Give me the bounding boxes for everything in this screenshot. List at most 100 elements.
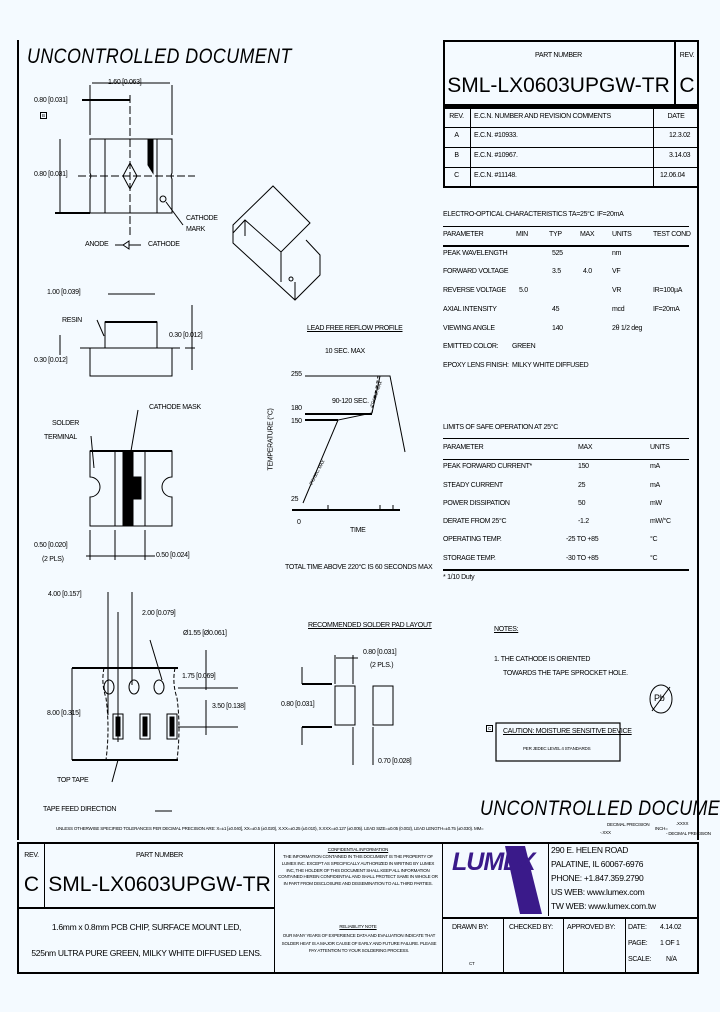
- safe-cell: 150: [578, 463, 589, 470]
- safe-footnote: * 1/10 Duty: [443, 574, 475, 581]
- eo-cell: 2θ 1/2 deg: [612, 325, 643, 332]
- note-line: 1. THE CATHODE IS ORIENTED: [494, 656, 591, 663]
- reflow-ytick: 150: [291, 418, 302, 425]
- divider: [443, 226, 689, 227]
- safe-cell: STEADY CURRENT: [443, 482, 503, 489]
- divider: [443, 569, 689, 571]
- scale-value: N/A: [666, 956, 677, 963]
- safe-cell: -1.2: [578, 518, 589, 525]
- divider: [653, 108, 654, 188]
- eo-cell: FORWARD VOLTAGE: [443, 268, 509, 275]
- page-value: 1 OF 1: [660, 940, 680, 947]
- part-number-box: [443, 40, 699, 106]
- safe-cell: POWER DISSIPATION: [443, 500, 510, 507]
- reliability-title: RELIABILITY NOTE: [339, 924, 377, 929]
- notes-title: NOTES:: [494, 626, 519, 633]
- pad-gap: 0.70 [0.028]: [378, 758, 412, 765]
- eo-cell: IR=100µA: [653, 287, 683, 294]
- reflow-peak-note: 10 SEC. MAX: [325, 348, 365, 355]
- date-value: 4.14.02: [660, 924, 682, 931]
- dim-resin-h: 0.30 [0.012]: [169, 332, 203, 339]
- eo-col-header: TYP: [549, 231, 562, 238]
- date-cell: 12.3.02: [669, 132, 691, 139]
- reflow-title: LEAD FREE REFLOW PROFILE: [307, 325, 403, 332]
- tolerance-unit: -.XXX: [600, 830, 611, 835]
- safe-cell: mW/°C: [650, 518, 671, 525]
- ecn-cell: E.C.N. #10933.: [474, 132, 518, 139]
- safe-cell: DERATE FROM 25°C: [443, 518, 507, 525]
- address-line: PALATINE, IL 60067-6976: [551, 859, 644, 869]
- cathode-mark-label-1: CATHODE: [186, 215, 218, 222]
- carrier-tape: [71, 592, 238, 812]
- pb-free-icon: [649, 684, 673, 714]
- reflow-xtick: 0: [297, 519, 301, 526]
- reflow-soak: 90-120 SEC.: [332, 398, 369, 405]
- safe-cell: -30 TO +85: [566, 555, 599, 562]
- reflow-ylabel: TEMPERATURE (°C): [267, 408, 275, 471]
- safe-col-header: UNITS: [650, 444, 670, 451]
- dim-height: 0.80 [0.031]: [34, 171, 68, 178]
- dim-half: 0.80 [0.031]: [34, 97, 68, 104]
- caution-sub: PER JEDEC LEVEL 4 STANDARDS: [523, 746, 591, 751]
- pad-layout: [301, 655, 394, 765]
- safe-cell: PEAK FORWARD CURRENT*: [443, 463, 532, 470]
- frame-top: [17, 40, 19, 42]
- reflow-ytick: 25: [291, 496, 299, 503]
- tolerance-unit: - DECIMAL PRECISION: [666, 831, 711, 836]
- tape-half-pitch: 2.00 [0.079]: [142, 610, 176, 617]
- divider: [674, 40, 676, 106]
- tolerance-unit: DECIMAL PRECISION: [607, 822, 650, 827]
- date-cell: 3.14.03: [669, 152, 691, 159]
- safe-cell: OPERATING TEMP.: [443, 536, 502, 543]
- caution-text: CAUTION: MOISTURE SENSITIVE DEVICE: [503, 728, 632, 735]
- led-iso-view: [232, 185, 321, 301]
- safe-col-header: PARAMETER: [443, 444, 484, 451]
- caution-box: [495, 722, 621, 762]
- led-side-view: [59, 293, 195, 377]
- eo-cell: VR: [612, 287, 622, 294]
- logo-text: LUMEX: [452, 848, 535, 876]
- divider: [44, 842, 45, 908]
- part-number-label: PART NUMBER: [535, 52, 582, 59]
- eo-cell: REVERSE VOLTAGE: [443, 287, 506, 294]
- address-line: PHONE: +1.847.359.2790: [551, 873, 644, 883]
- safe-cell: 25: [578, 482, 586, 489]
- rev-cell: C: [454, 172, 459, 179]
- note-mark-c: C: [486, 725, 494, 732]
- eo-cell: PEAK WAVELENGTH: [443, 250, 508, 257]
- tb-part-number: SML-LX0603UPGW-TR: [48, 873, 271, 896]
- eo-cell: mcd: [612, 306, 625, 313]
- pad-w: 0.80 [0.031]: [363, 649, 397, 656]
- divider: [17, 907, 274, 909]
- reflow-chart: [292, 375, 406, 511]
- solder-terminal-2: TERMINAL: [44, 434, 77, 441]
- drawn-by: CT: [469, 961, 475, 966]
- pad-h: 0.80 [0.031]: [281, 701, 315, 708]
- tb-description-1: 1.6mm x 0.8mm PCB CHIP, SURFACE MOUNT LE…: [51, 922, 242, 932]
- divider: [625, 917, 626, 974]
- note-line: TOWARDS THE TAPE SPROCKET HOLE.: [503, 670, 628, 677]
- safe-title: LIMITS OF SAFE OPERATION AT 25°C: [443, 424, 558, 431]
- eo-cell: nm: [612, 250, 622, 257]
- safe-cell: mA: [650, 463, 660, 470]
- tape-center: 3.50 [0.138]: [212, 703, 246, 710]
- date-label: DATE:: [628, 924, 647, 931]
- address-line: 290 E. HELEN ROAD: [551, 845, 629, 855]
- reliability-text: OUR MANY YEARS OF EXPERIENCE DATA AND EV…: [281, 933, 437, 953]
- safe-cell: °C: [650, 536, 658, 543]
- eo-cell: 5.0: [519, 287, 528, 294]
- divider: [443, 167, 699, 168]
- eo-cell: VIEWING ANGLE: [443, 325, 495, 332]
- note-mark-b: B: [40, 112, 47, 119]
- reflow-footer: TOTAL TIME ABOVE 220°C IS 60 SECONDS MAX: [285, 564, 433, 571]
- lens-label: EPOXY LENS FINISH:: [443, 362, 509, 369]
- approved-by-label: APPROVED BY:: [567, 924, 616, 931]
- divider: [470, 108, 471, 188]
- safe-cell: -25 TO +85: [566, 536, 599, 543]
- ecn-cell: E.C.N. #11148.: [474, 172, 517, 179]
- eo-col-header: PARAMETER: [443, 231, 484, 238]
- divider: [548, 842, 549, 916]
- eo-cell: 525: [552, 250, 563, 257]
- tb-part-number-label: PART NUMBER: [136, 852, 183, 859]
- safe-cell: mA: [650, 482, 660, 489]
